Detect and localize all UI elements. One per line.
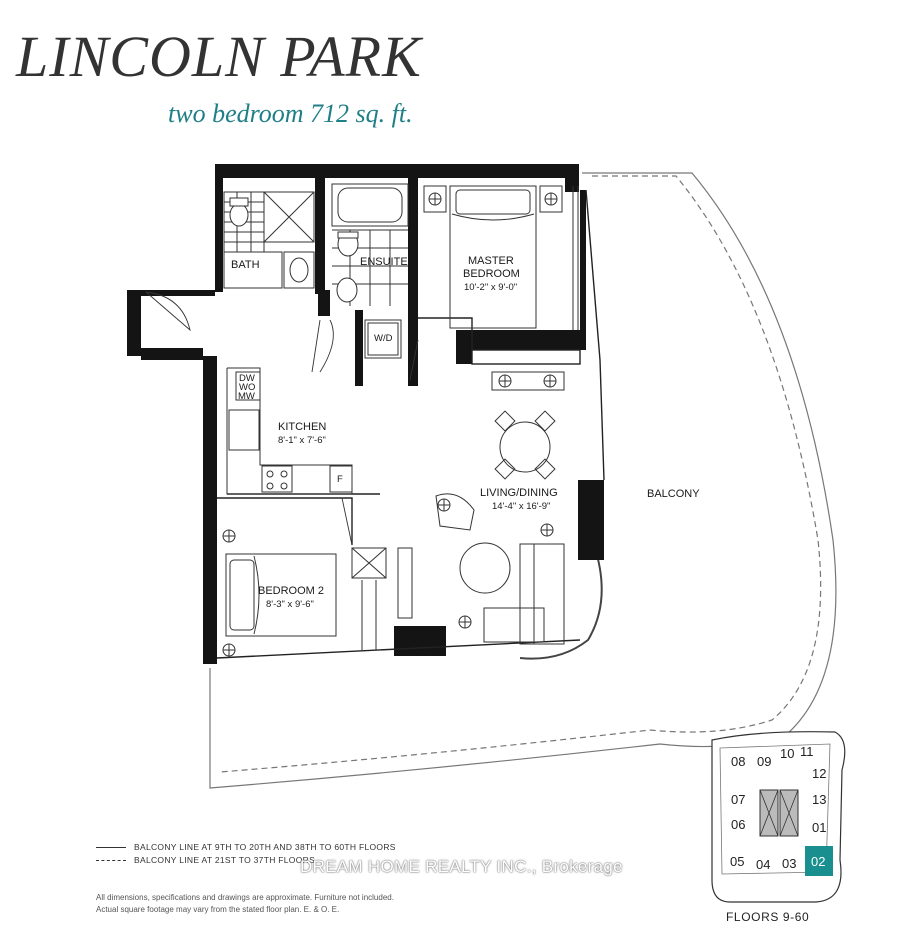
- key-unit-10: 10: [780, 746, 794, 761]
- room-label-kitchen: KITCHEN: [278, 421, 326, 433]
- disclaimer-line-2: Actual square footage may vary from the …: [96, 905, 340, 914]
- legend-solid: BALCONY LINE AT 9TH TO 20TH AND 38TH TO …: [96, 842, 396, 852]
- key-plan-highlight-unit: [805, 846, 833, 876]
- room-dim-bedroom-2: 8'-3" x 9'-6": [266, 599, 314, 610]
- ensuite-fixtures: [331, 183, 409, 359]
- room-dim-master: 10'-2" x 9'-0": [464, 282, 517, 293]
- disclaimer-line-1: All dimensions, specifications and drawi…: [96, 893, 394, 902]
- key-unit-04: 04: [756, 857, 770, 872]
- key-unit-13: 13: [812, 792, 826, 807]
- key-unit-07: 07: [731, 792, 745, 807]
- disclaimer: All dimensions, specifications and drawi…: [96, 892, 516, 916]
- key-unit-06: 06: [731, 817, 745, 832]
- bedroom-2-furniture: [222, 529, 337, 657]
- watermark: DREAM HOME REALTY INC., Brokerage: [300, 857, 623, 876]
- key-unit-03: 03: [782, 856, 796, 871]
- legend-dashed: BALCONY LINE AT 21ST TO 37TH FLOORS: [96, 855, 315, 865]
- key-unit-02: 02: [811, 854, 825, 869]
- key-unit-11: 11: [800, 744, 814, 759]
- appliance-label-dw: DW: [239, 373, 255, 384]
- key-unit-08: 08: [731, 754, 745, 769]
- washer-dryer-label: W/D: [374, 333, 393, 344]
- appliance-label-mw: MW: [238, 391, 255, 402]
- room-label-master-2: BEDROOM: [463, 268, 520, 280]
- master-bedroom-furniture: [423, 185, 579, 391]
- appliance-label-wo: WO: [239, 382, 255, 393]
- key-unit-05: 05: [730, 854, 744, 869]
- walls: [127, 164, 604, 664]
- bath-fixtures: [223, 191, 315, 289]
- legend-dashed-text: BALCONY LINE AT 21ST TO 37TH FLOORS: [134, 855, 316, 865]
- living-dining-furniture: [351, 410, 565, 650]
- key-plan-unit-labels: 08 09 10 11 12 07 13 06 01 05 04 03 02: [730, 744, 826, 872]
- key-plan: [711, 731, 846, 903]
- room-dim-living-dining: 14'-4" x 16'-9": [492, 501, 550, 512]
- area-label-balcony: BALCONY: [647, 488, 700, 500]
- key-unit-01: 01: [812, 820, 826, 835]
- room-label-living-dining: LIVING/DINING: [480, 487, 558, 499]
- legend-dashed-line: [96, 860, 126, 862]
- key-unit-09: 09: [757, 754, 771, 769]
- plan-title: LINCOLN PARK: [16, 24, 422, 89]
- room-label-master-1: MASTER: [468, 255, 514, 267]
- door-swings: [145, 291, 419, 546]
- legend-solid-line: [96, 847, 126, 849]
- key-unit-12: 12: [812, 766, 826, 781]
- room-label-bedroom-2: BEDROOM 2: [258, 585, 324, 597]
- legend-solid-text: BALCONY LINE AT 9TH TO 20TH AND 38TH TO …: [134, 842, 396, 852]
- kitchen-fixtures: [226, 367, 353, 495]
- key-plan-floors-label: FLOORS 9-60: [726, 910, 810, 924]
- room-label-ensuite: ENSUITE: [360, 256, 408, 268]
- fridge-label: F: [337, 474, 343, 485]
- balcony-outline: [209, 172, 837, 789]
- room-label-bath: BATH: [231, 259, 260, 271]
- room-dim-kitchen: 8'-1" x 7'-6": [278, 435, 326, 446]
- plan-subtitle: two bedroom 712 sq. ft.: [168, 99, 413, 128]
